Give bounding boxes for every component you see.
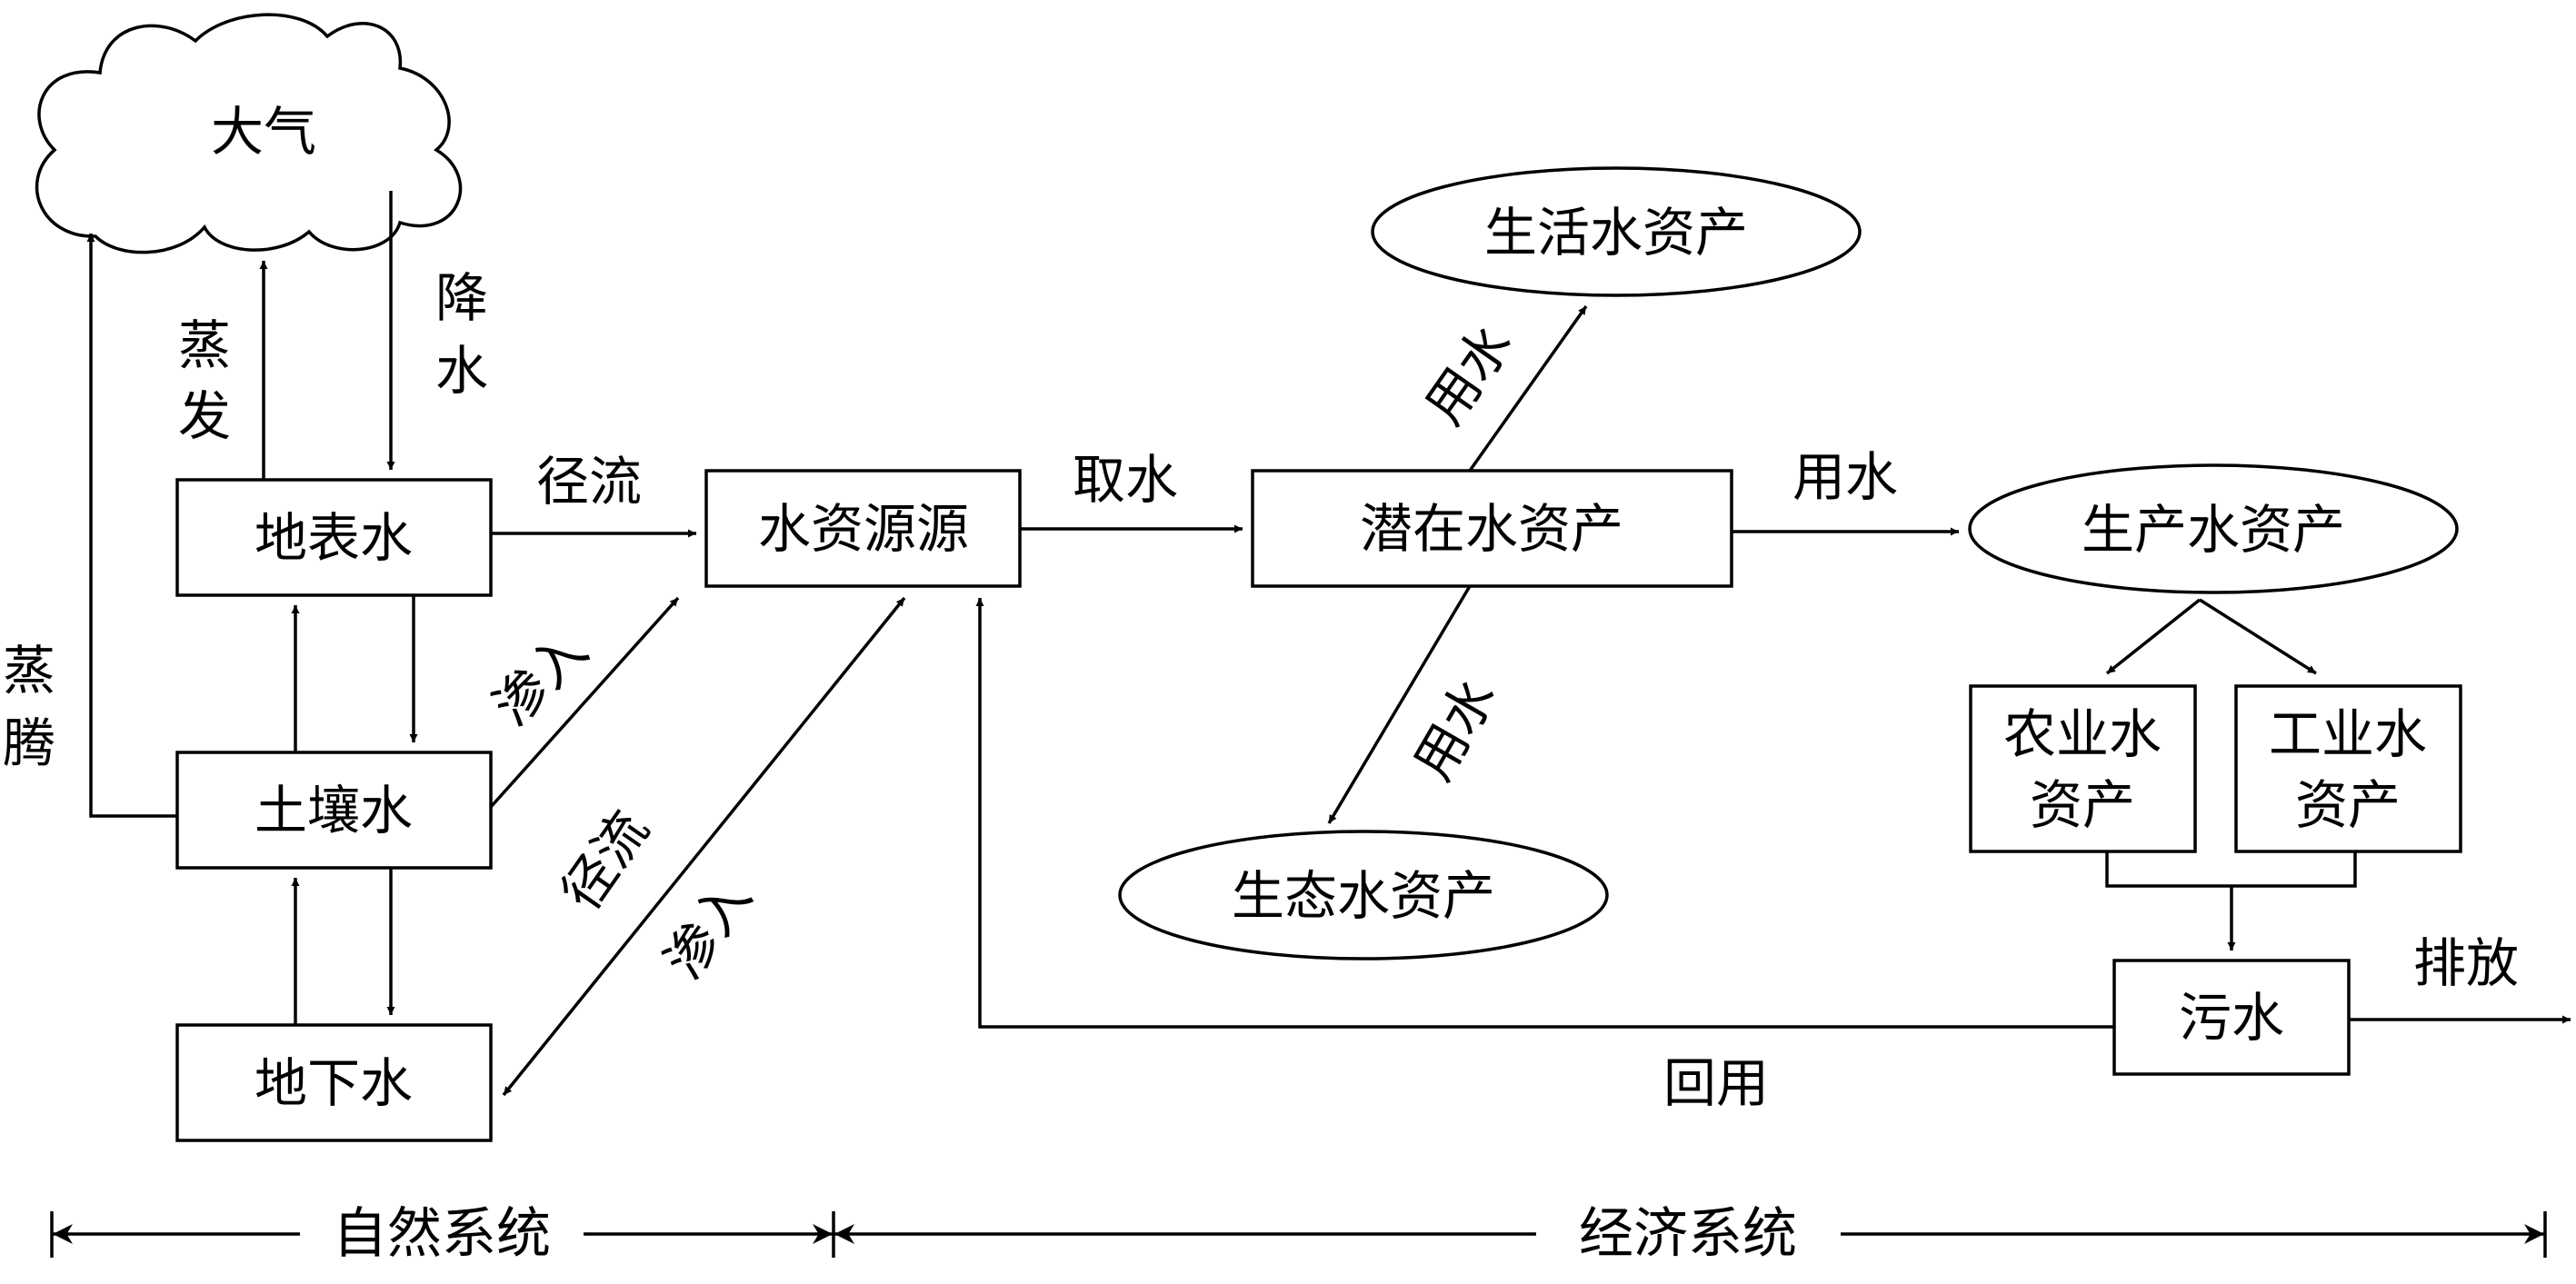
svg-text:水: 水: [435, 340, 488, 402]
label-discharge: 排放: [2413, 932, 2519, 994]
groundwater-label: 地下水: [255, 1052, 413, 1114]
arrow-ground-source-bidirectional: [502, 596, 906, 1097]
label-runoff-top: 径流: [536, 451, 642, 513]
agri-asset-node: 农业水 资产: [1969, 684, 2197, 853]
indus-asset-node: 工业水 资产: [2234, 684, 2462, 853]
label-runoff-bottom: 径流: [550, 800, 661, 921]
label-infiltration-mid: 渗入: [481, 619, 599, 737]
atmosphere-node: 大气: [35, 13, 463, 254]
svg-text:腾: 腾: [3, 712, 55, 774]
svg-text:蒸: 蒸: [178, 314, 231, 376]
water-source-label: 水资源源: [758, 498, 969, 560]
label-evaporation: 蒸 发: [178, 314, 231, 447]
sewage-node: 污水: [2112, 959, 2351, 1076]
potential-asset-node: 潜在水资产: [1251, 469, 1733, 588]
label-transpiration: 蒸 腾: [3, 640, 55, 774]
agri-asset-label-line2: 资产: [2030, 774, 2135, 836]
svg-text:降: 降: [435, 267, 488, 329]
system-bracket: 自然系统 经济系统: [50, 1202, 2547, 1266]
surface-water-label: 地表水: [255, 507, 413, 569]
agri-asset-label-line1: 农业水: [2003, 703, 2162, 765]
arrow-use-ecological: [1327, 585, 1472, 824]
svg-text:发: 发: [178, 385, 231, 447]
cloud-shape: [35, 13, 463, 254]
domestic-asset-node: 生活水资产: [1371, 166, 1862, 297]
arrow-production-to-agri: [2105, 598, 2202, 675]
atmosphere-label: 大气: [211, 101, 316, 163]
potential-asset-label: 潜在水资产: [1360, 498, 1623, 560]
ecological-asset-label: 生态水资产: [1232, 865, 1495, 927]
soil-water-label: 土壤水: [255, 780, 413, 841]
domestic-asset-label: 生活水资产: [1484, 202, 1748, 264]
production-asset-node: 生产水资产: [1968, 463, 2459, 594]
label-infiltration-bottom: 渗入: [653, 868, 764, 990]
label-use-ecological: 用水: [1402, 668, 1508, 790]
arrow-use-domestic: [1468, 304, 1588, 473]
indus-asset-label-line2: 资产: [2295, 774, 2401, 836]
soil-water-node: 土壤水: [175, 751, 493, 870]
indus-asset-label-line1: 工业水: [2269, 703, 2427, 765]
arrow-reuse: [975, 598, 2114, 1029]
label-precipitation: 降 水: [435, 267, 488, 402]
groundwater-node: 地下水: [175, 1023, 493, 1142]
label-use-production: 用水: [1792, 446, 1898, 508]
economic-system-label: 经济系统: [1579, 1202, 1797, 1266]
natural-system-label: 自然系统: [333, 1202, 551, 1266]
water-source-node: 水资源源: [704, 469, 1022, 588]
surface-water-node: 地表水: [175, 478, 493, 597]
label-reuse: 回用: [1663, 1052, 1769, 1114]
sewage-label: 污水: [2179, 987, 2284, 1049]
svg-text:蒸: 蒸: [3, 640, 55, 702]
production-asset-label: 生产水资产: [2082, 499, 2345, 561]
arrow-production-to-indus: [2199, 598, 2317, 675]
ecological-asset-node: 生态水资产: [1118, 830, 1609, 961]
arrow-transpiration: [86, 234, 177, 818]
connector-agri-indus-merge: [2105, 851, 2357, 888]
label-withdraw: 取水: [1073, 449, 1178, 511]
